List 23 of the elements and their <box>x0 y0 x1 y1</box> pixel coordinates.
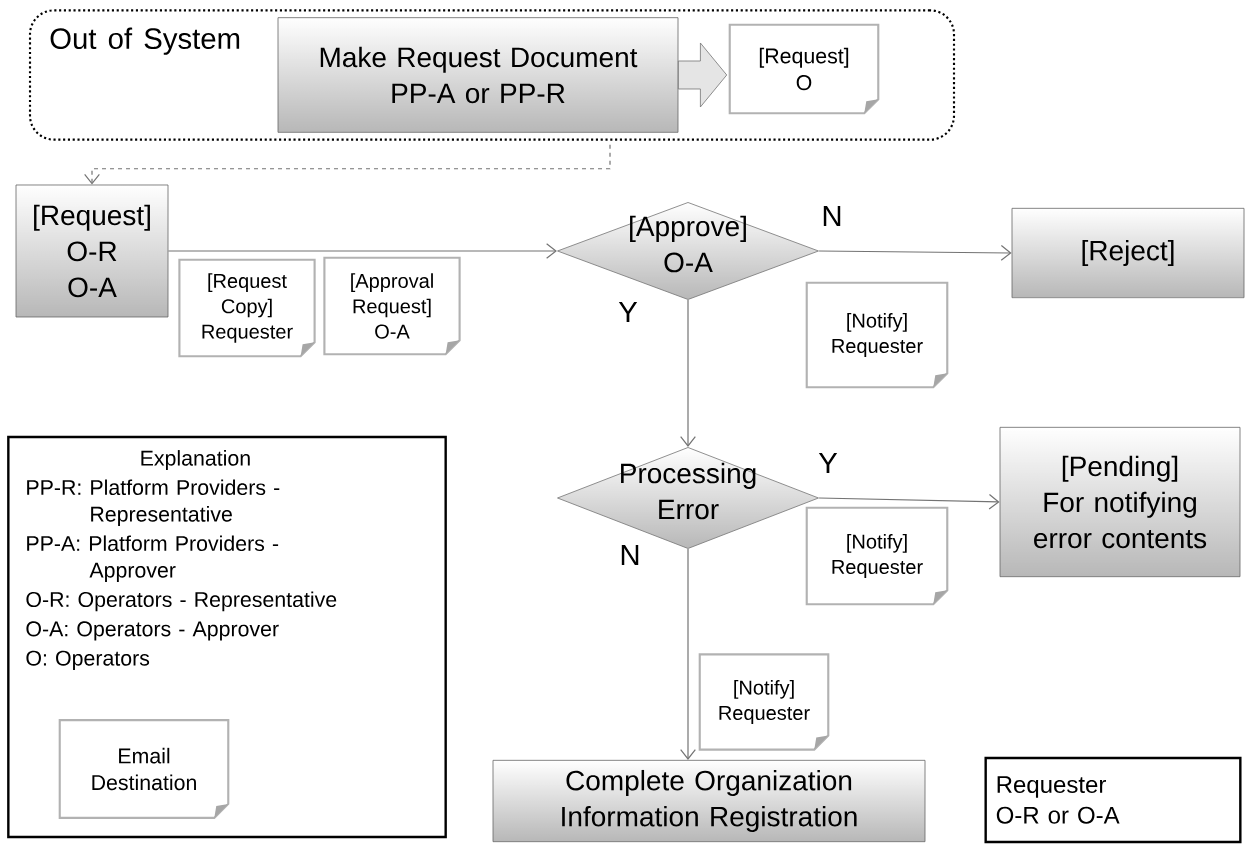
edge-label: Y <box>616 300 640 324</box>
edge-label: N <box>820 204 844 228</box>
arrow <box>818 493 1000 510</box>
document-box: [Request] O <box>728 23 880 115</box>
document-box: [Notify] Requester <box>805 281 949 389</box>
process-box: [Pending] For notifying error contents <box>999 426 1241 578</box>
arrow <box>818 244 1012 261</box>
edge-label: Y <box>816 451 840 475</box>
arrow <box>680 299 696 447</box>
arrow <box>167 243 557 259</box>
document-box: [Request Copy] Requester <box>178 258 316 358</box>
note-box: Requester O-R or O-A <box>984 756 1242 844</box>
process-box: Complete Organization Information Registration <box>492 759 926 843</box>
document-box: [Notify] Requester <box>805 506 949 606</box>
dashed-arrow <box>84 144 611 185</box>
document-box: Email Destination <box>58 719 230 819</box>
process-box: Make Request Document PP-A or PP-R <box>277 17 679 133</box>
process-box: [Reject] <box>1011 207 1245 299</box>
block-arrow <box>678 42 728 108</box>
process-box: [Request] O-R O-A <box>15 184 169 318</box>
document-box: [Notify] Requester <box>698 653 830 751</box>
document-box: [Approval Request] O-A <box>323 256 461 356</box>
arrow <box>680 548 696 760</box>
